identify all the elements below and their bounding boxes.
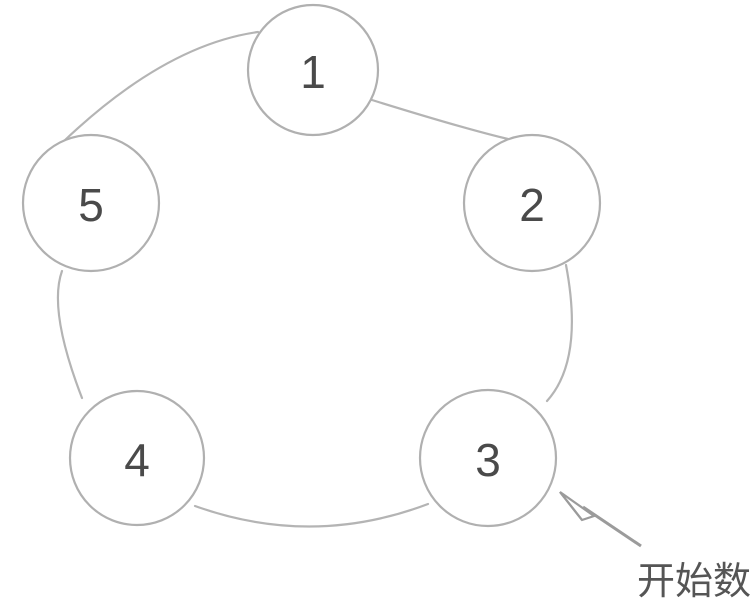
node-4-circle[interactable] xyxy=(68,389,206,527)
edge-5-to-1 xyxy=(62,30,260,143)
edge-1-to-2 xyxy=(370,98,510,141)
node-3-circle[interactable] xyxy=(418,388,558,528)
node-5-label: 5 xyxy=(78,179,104,231)
node-1-circle[interactable] xyxy=(246,3,380,137)
arrow-head-icon xyxy=(559,491,597,522)
node-2-label: 2 xyxy=(519,179,545,231)
node-layer: 1 2 3 4 5 xyxy=(21,3,602,528)
node-5[interactable]: 5 xyxy=(21,133,161,273)
annotation-arrow xyxy=(559,491,642,548)
annotation-label: 开始数 xyxy=(637,559,751,603)
node-1[interactable]: 1 xyxy=(246,3,380,137)
node-4-label: 4 xyxy=(124,434,150,486)
edge-layer xyxy=(56,30,573,528)
node-2-circle[interactable] xyxy=(462,133,602,273)
node-4[interactable]: 4 xyxy=(68,389,206,527)
node-2[interactable]: 2 xyxy=(462,133,602,273)
edge-2-to-3 xyxy=(545,263,573,403)
arrow-head-inner-line xyxy=(559,491,583,521)
edge-4-to-5 xyxy=(56,269,84,400)
node-3[interactable]: 3 xyxy=(418,388,558,528)
arrow-shaft-line xyxy=(582,505,642,548)
node-5-circle[interactable] xyxy=(21,133,161,273)
node-1-label: 1 xyxy=(300,46,326,98)
edge-3-to-4 xyxy=(193,502,430,528)
node-3-label: 3 xyxy=(475,434,501,486)
